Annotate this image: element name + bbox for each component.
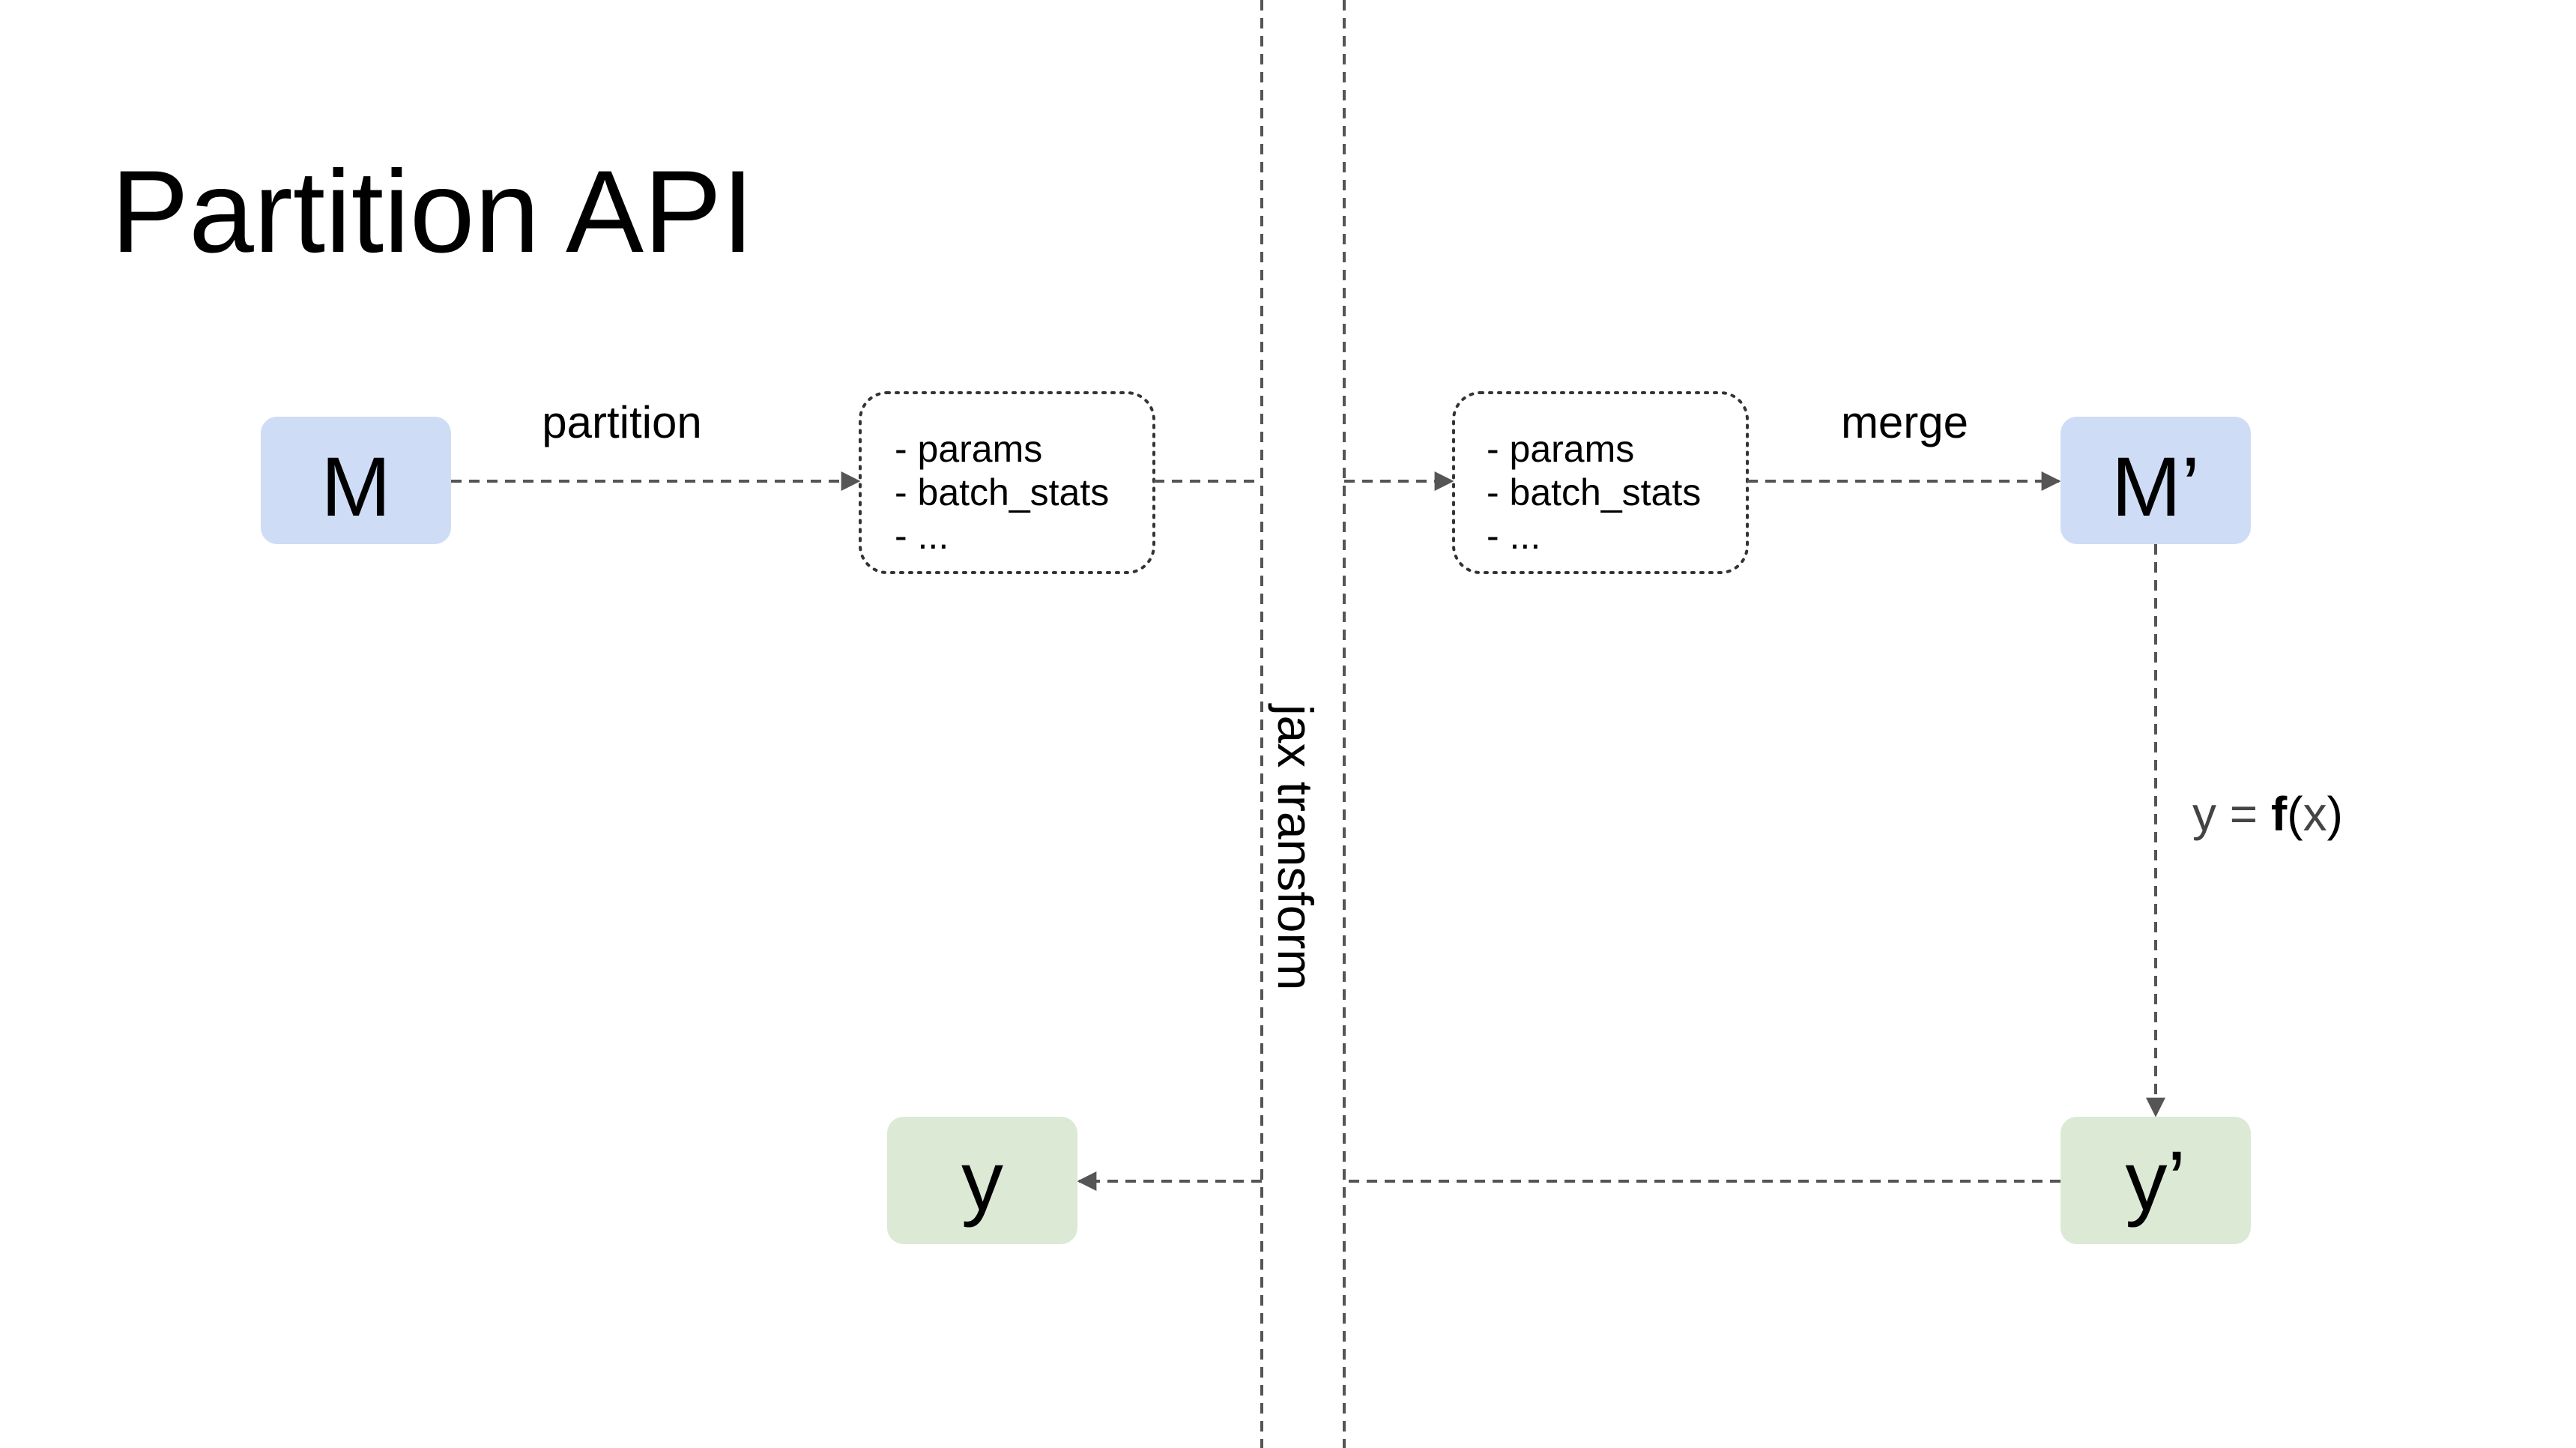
model-node: [261, 417, 451, 544]
state-item-params: - params: [1487, 428, 1634, 470]
partition-label: partition: [542, 397, 701, 447]
model-prime-node-label: M’: [2111, 440, 2200, 534]
formula-arg: x: [2303, 787, 2327, 841]
state-item-params: - params: [895, 428, 1042, 470]
state-item-ellipsis: - ...: [1487, 515, 1541, 557]
output-node: [887, 1117, 1077, 1244]
state-item-batch-stats: - batch_stats: [1487, 471, 1701, 513]
state-item-batch-stats: - batch_stats: [895, 471, 1109, 513]
formula-fn: f: [2271, 787, 2288, 841]
output-prime-node-label: y’: [2126, 1134, 2186, 1228]
formula-equals: =: [2216, 787, 2271, 841]
boundary-label: jax transform: [1268, 703, 1323, 990]
formula-close: ): [2327, 787, 2343, 841]
model-node-label: M: [321, 440, 390, 534]
model-prime-node: [2061, 417, 2251, 544]
output-prime-node: [2061, 1117, 2251, 1244]
formula-label: y = f(x): [2192, 787, 2343, 841]
page-title: Partition API: [111, 147, 754, 277]
state-item-ellipsis: - ...: [895, 515, 949, 557]
output-node-label: y: [961, 1134, 1003, 1228]
formula-open: (: [2287, 787, 2303, 841]
merge-label: merge: [1841, 397, 1968, 447]
formula-lhs: y: [2192, 787, 2216, 841]
